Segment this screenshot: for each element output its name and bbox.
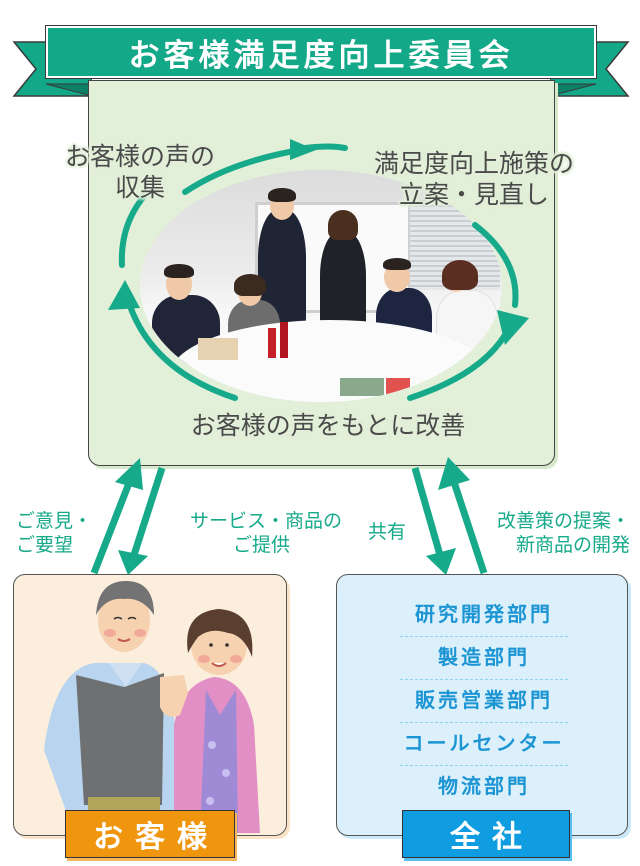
arrowhead-up-icon	[108, 280, 140, 310]
company-label: 全社	[450, 820, 534, 855]
company-tag: 全社	[402, 810, 570, 858]
flow-arrow-up-customer-icon	[115, 458, 143, 490]
cycle-plan-line2: 立案・見直し	[398, 180, 549, 209]
department-item: 製造部門	[438, 645, 530, 669]
cycle-collect-line2: 収集	[114, 173, 165, 202]
department-item: 物流部門	[438, 774, 530, 798]
flow-label-opinions-line1: ご意見・	[16, 510, 93, 532]
department-item: 販売営業部門	[415, 688, 553, 712]
flow-label-provision-line1: サービス・商品の	[189, 510, 342, 532]
cycle-plan-line1: 満足度向上施策の	[373, 149, 574, 178]
department-item: 研究開発部門	[415, 602, 553, 626]
flow-arrow-down-company-icon	[426, 548, 456, 575]
cycle-arc-top-left	[182, 147, 303, 195]
cycle-step-improve: お客様の声をもとに改善	[190, 411, 466, 440]
flow-arrow-down-customer-icon	[118, 550, 148, 575]
flow-label-proposals-line2: 新商品の開発	[515, 534, 630, 556]
department-divider	[400, 765, 568, 766]
customer-label: お客様	[93, 820, 219, 855]
flow-label-provision: サービス・商品の ご提供	[158, 509, 342, 557]
cycle-step-plan: 満足度向上施策の 立案・見直し	[344, 148, 604, 210]
elderly-couple-illustration	[44, 581, 260, 833]
cycle-step-collect: お客様の声の 収集	[32, 141, 248, 203]
committee-title-ribbon: お客様満足度向上委員会	[45, 25, 597, 79]
flow-arrow-up-company-icon	[438, 457, 470, 490]
arrowhead-down-icon	[497, 310, 529, 345]
department-divider	[400, 679, 568, 680]
flow-label-provision-line2: ご提供	[232, 534, 290, 556]
flow-label-proposals: 改善策の提案・ 新商品の開発	[480, 509, 630, 557]
customer-panel	[13, 574, 287, 836]
flow-label-proposals-line1: 改善策の提案・	[496, 510, 630, 532]
department-divider	[400, 722, 568, 723]
arrowhead-right-icon	[290, 139, 316, 160]
flow-label-share: 共有	[368, 521, 407, 543]
customer-tag: お客様	[65, 810, 235, 858]
flow-label-opinions-line2: ご要望	[16, 534, 74, 556]
company-panel	[336, 574, 628, 836]
meeting-photo	[140, 170, 502, 402]
department-list: 研究開発部門 製造部門 販売営業部門 コールセンター 物流部門	[400, 594, 568, 808]
department-divider	[400, 636, 568, 637]
committee-title: お客様満足度向上委員会	[128, 37, 514, 74]
flow-label-opinions: ご意見・ ご要望	[16, 509, 92, 557]
cycle-collect-line1: お客様の声の	[64, 142, 215, 171]
department-item: コールセンター	[403, 731, 565, 755]
